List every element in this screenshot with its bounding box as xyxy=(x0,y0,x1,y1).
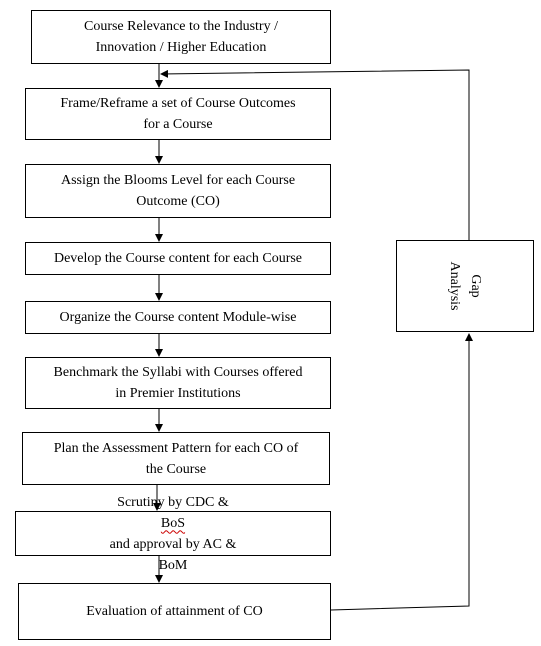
step-frame-outcomes-line2: for a Course xyxy=(143,117,213,132)
step-benchmark-syllabi-line2: in Premier Institutions xyxy=(115,386,241,401)
gap-analysis-line2: Analysis xyxy=(447,261,462,311)
step-course-relevance: Course Relevance to the Industry / Innova… xyxy=(31,10,331,64)
step-frame-outcomes-line1: Frame/Reframe a set of Course Outcomes xyxy=(60,96,296,111)
scrutiny-text-pre: Scrutiny by CDC & xyxy=(117,494,229,510)
step-assign-blooms-line1: Assign the Blooms Level for each Course xyxy=(60,173,296,188)
step-benchmark-syllabi: Benchmark the Syllabi with Courses offer… xyxy=(25,357,331,409)
arrow-eval-to-gap xyxy=(330,333,473,611)
step-scrutiny-approval: Scrutiny by CDC & BoS and approval by AC… xyxy=(15,495,331,573)
step-evaluation-attainment: Evaluation of attainment of CO xyxy=(18,583,331,640)
step-assign-blooms-line2: Outcome (CO) xyxy=(136,194,220,209)
step-develop-content: Develop the Course content for each Cour… xyxy=(25,242,331,275)
step-evaluation-attainment-label: Evaluation of attainment of CO xyxy=(86,604,263,619)
step-course-relevance-line2: Innovation / Higher Education xyxy=(95,40,267,55)
step-plan-assessment: Plan the Assessment Pattern for each CO … xyxy=(22,432,330,485)
step-frame-outcomes: Frame/Reframe a set of Course Outcomes fo… xyxy=(25,88,331,140)
gap-analysis-box: Gap Analysis xyxy=(396,240,534,332)
scrutiny-text-bos: BoS xyxy=(160,515,186,531)
step-organize-modules-label: Organize the Course content Module-wise xyxy=(59,310,297,325)
step-benchmark-syllabi-line1: Benchmark the Syllabi with Courses offer… xyxy=(53,365,303,380)
scrutiny-text-post: and approval by AC & xyxy=(109,536,237,552)
step-course-relevance-line1: Course Relevance to the Industry / xyxy=(83,19,278,34)
gap-analysis-line1: Gap xyxy=(468,274,483,298)
step-scrutiny-approval-line1: Scrutiny by CDC & BoS and approval by AC… xyxy=(110,492,237,555)
gap-analysis-label: Gap Analysis xyxy=(444,231,486,341)
step-plan-assessment-line2: the Course xyxy=(145,461,207,477)
step-develop-content-label: Develop the Course content for each Cour… xyxy=(53,251,303,266)
step-scrutiny-approval-line2: BoM xyxy=(158,557,188,573)
step-plan-assessment-line1: Plan the Assessment Pattern for each CO … xyxy=(53,440,299,456)
step-organize-modules: Organize the Course content Module-wise xyxy=(25,301,331,334)
arrow-gap-to-feedback xyxy=(160,69,470,240)
